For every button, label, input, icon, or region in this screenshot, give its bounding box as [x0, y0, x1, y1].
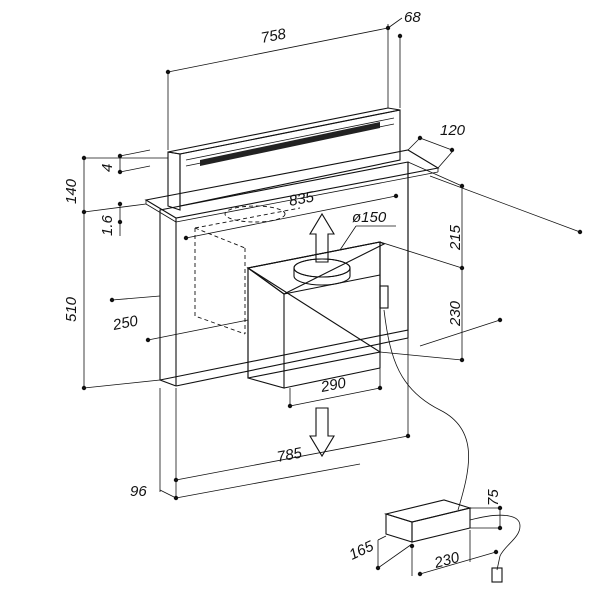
airflow-arrows	[309, 212, 335, 458]
dim-230-motor: 230	[447, 300, 464, 327]
pop-up-head	[167, 107, 401, 211]
dim-785: 785	[276, 444, 304, 466]
dim-1-6: 1.6	[99, 214, 116, 236]
dim-duct-diameter: ø150	[352, 209, 387, 226]
dim-215: 215	[447, 224, 464, 251]
dim-835: 835	[288, 188, 316, 210]
dim-250: 250	[111, 312, 140, 334]
hidden-motor-outline	[194, 205, 301, 335]
dim-290: 290	[319, 374, 348, 396]
dim-230-box: 230	[432, 549, 462, 572]
dim-165: 165	[347, 537, 377, 563]
dim-68: 68	[404, 9, 421, 26]
motor-unit	[246, 241, 389, 389]
dim-140: 140	[63, 178, 80, 204]
dim-96: 96	[130, 483, 147, 500]
control-box-and-cable	[383, 309, 521, 583]
dimension-labels: 758 68 120 4 140 1.6 835 ø150 215 510 25…	[63, 9, 502, 572]
main-panel	[159, 161, 409, 387]
dimension-lines	[81, 17, 583, 577]
dim-75: 75	[485, 489, 502, 506]
dim-510: 510	[63, 296, 80, 322]
dim-120: 120	[440, 122, 466, 139]
dim-4: 4	[99, 164, 116, 172]
dim-758: 758	[260, 25, 288, 47]
